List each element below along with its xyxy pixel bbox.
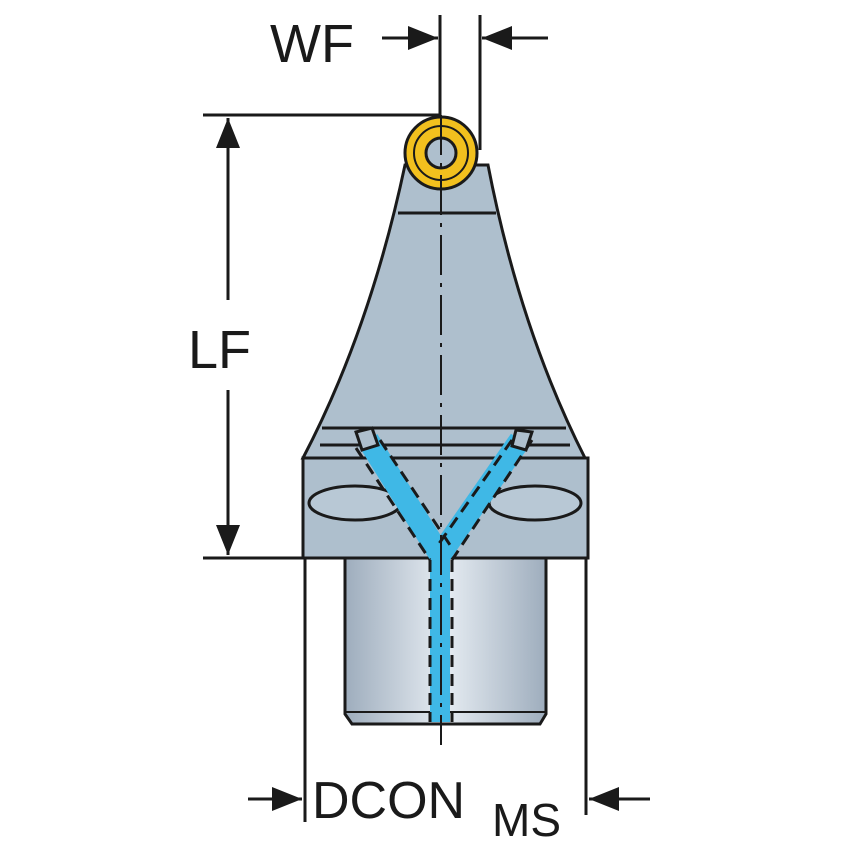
lf-label: LF [188, 320, 251, 380]
dcon-label: DCON [312, 772, 465, 830]
tool-body [300, 163, 590, 560]
wf-dimension: WF [270, 14, 548, 150]
dcon-subscript: MS [492, 794, 561, 846]
dcon-dimension: DCON MS [248, 558, 650, 846]
wf-label: WF [270, 14, 354, 74]
coolant-channels [354, 426, 535, 722]
lf-dimension: LF [188, 113, 440, 560]
